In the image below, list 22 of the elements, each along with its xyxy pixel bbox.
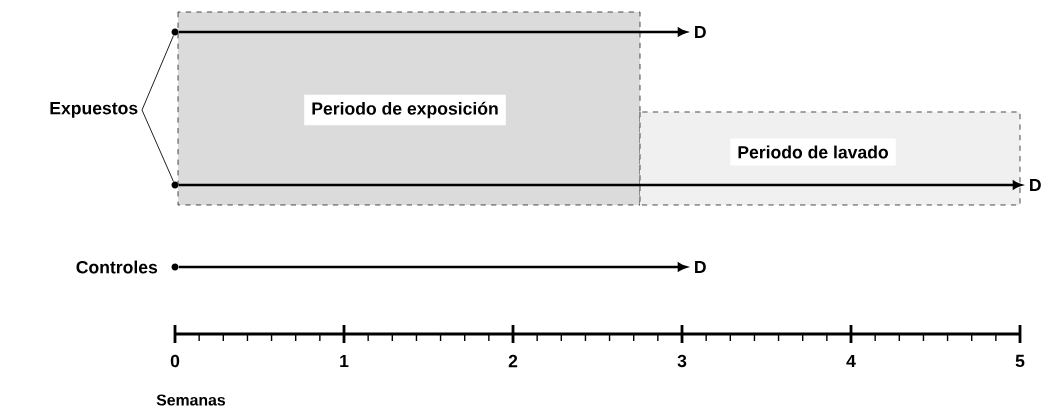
tick-label: 1: [340, 354, 349, 368]
start-point: [171, 28, 179, 36]
axis-title: Semanas: [156, 394, 225, 406]
start-point: [171, 263, 179, 271]
tick-label: 2: [508, 354, 518, 368]
timeline-arrow: [178, 180, 1022, 190]
outcome-label: D: [1030, 178, 1041, 192]
brace-line: [141, 109, 174, 182]
tick-label: 5: [1015, 354, 1025, 368]
tick-label: 3: [677, 354, 687, 368]
tick-label: 0: [170, 354, 180, 368]
brace-line: [141, 35, 174, 111]
outcome-label: D: [695, 25, 706, 39]
tick-label: 4: [846, 354, 856, 368]
timeline-arrow: [178, 262, 687, 272]
group-label: Expuestos: [50, 102, 138, 118]
period-label: Periodo de lavado: [730, 138, 896, 166]
start-point: [171, 181, 179, 189]
period-label: Periodo de exposición: [304, 94, 506, 126]
group-label: Controles: [76, 260, 158, 274]
timeline-arrow: [178, 27, 687, 37]
outcome-label: D: [695, 260, 706, 274]
